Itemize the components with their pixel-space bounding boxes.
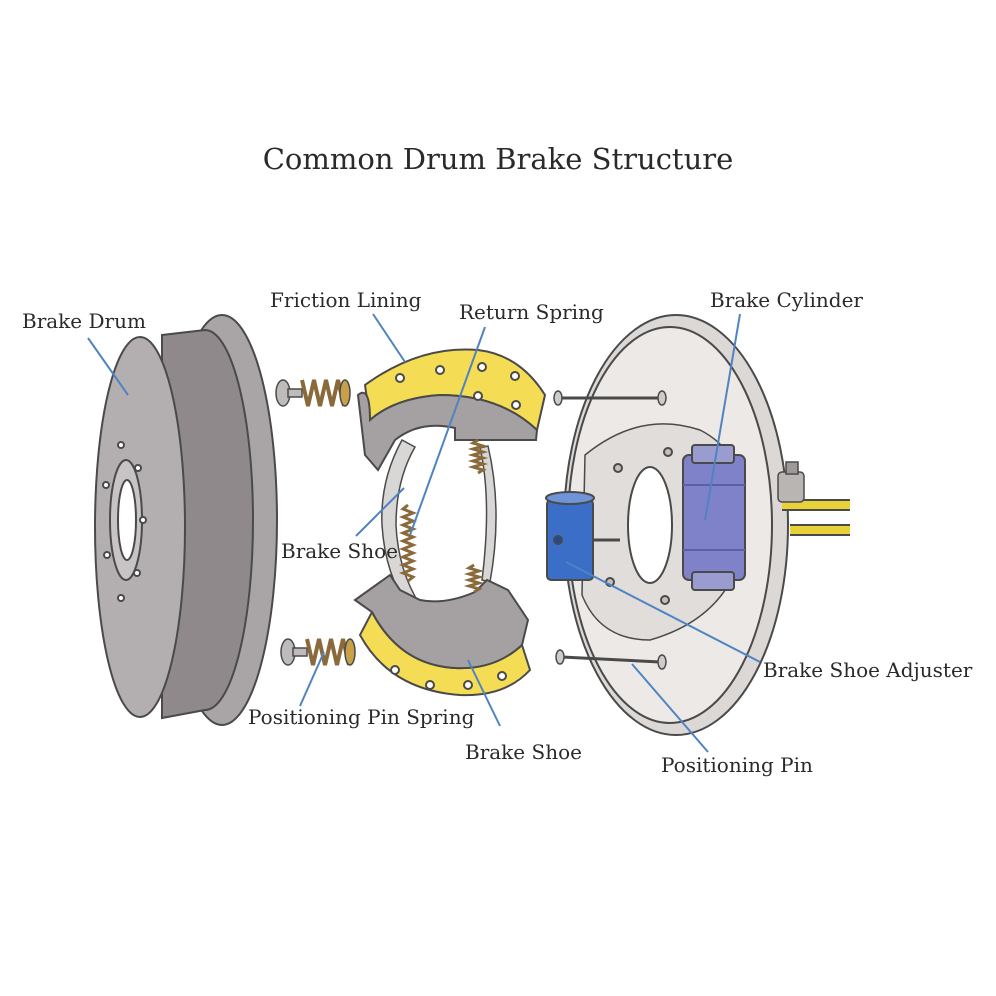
brake-drum-body [161,328,254,720]
leader-line-brake-shoe-lower [467,659,501,727]
brake-shoe-adjuster [545,491,620,581]
label-return-spring: Return Spring [459,300,604,324]
backing-plate [563,314,789,736]
leader-line-positioning-pin [631,663,709,753]
brake-drum-bolt-hole [117,441,125,449]
label-positioning-pin: Positioning Pin [661,753,813,777]
positioning-pin-upper [553,390,667,406]
label-friction-lining: Friction Lining [270,288,422,312]
label-brake-shoe-lower: Brake Shoe [465,740,582,764]
backing-plate-center-hole [627,466,673,584]
brake-drum-bolt-hole [139,516,147,524]
brake-shoe-lower [353,573,532,697]
positioning-pin-spring-upper [275,379,351,407]
label-brake-shoe-upper: Brake Shoe [281,539,398,563]
brake-drum-bolt-hole [133,569,141,577]
label-positioning-pin-spring: Positioning Pin Spring [248,705,475,729]
leader-line-brake-cylinder [704,313,741,521]
diagram-title: Common Drum Brake Structure [262,142,734,176]
label-brake-drum: Brake Drum [22,309,146,333]
leader-line-positioning-pin-spring [299,651,325,707]
brake-shoe-upper [356,348,547,472]
brake-shoe-web-lower [353,573,530,670]
return-spring-lower-right [463,563,485,594]
brake-drum-bolt-hole [103,551,111,559]
brake-drum-bolt-hole [102,481,110,489]
brake-drum-center-hole [117,479,137,561]
leader-lines [87,313,761,753]
brake-shoe-inner-web-right [479,445,497,583]
brake-line [777,461,850,536]
positioning-pin-lower [555,649,667,670]
leader-line-return-spring [409,326,486,536]
leader-line-brake-drum [87,337,129,396]
brake-drum [94,314,278,726]
leader-line-friction-lining [372,313,406,363]
leader-line-brake-shoe-upper [355,487,405,537]
label-brake-cylinder: Brake Cylinder [710,288,863,312]
return-spring-upper-right [467,438,489,475]
leader-line-brake-shoe-adjuster [565,561,761,663]
brake-drum-bolt-hole [117,594,125,602]
positioning-pin-spring-lower [280,638,356,666]
brake-cylinder [682,444,746,591]
label-brake-shoe-adjuster: Brake Shoe Adjuster [763,658,973,682]
brake-drum-bolt-hole [134,464,142,472]
return-spring-left [398,503,418,583]
